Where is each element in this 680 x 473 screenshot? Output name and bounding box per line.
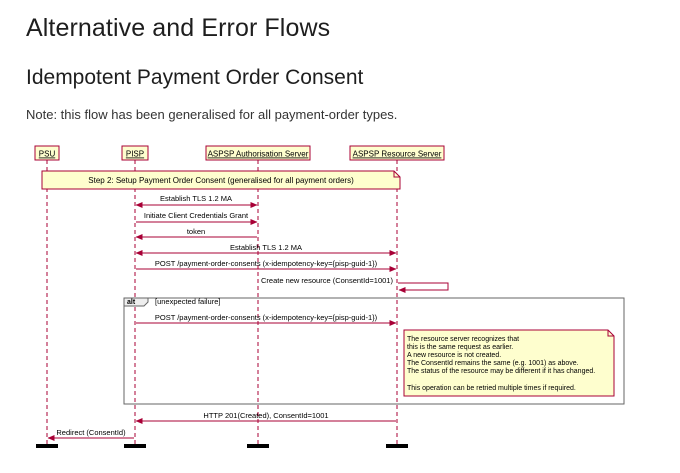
step-label: Step 2: Setup Payment Order Consent (gen… xyxy=(88,176,354,185)
message-1-label: Establish TLS 1.2 MA xyxy=(160,194,232,203)
message-4-label: Establish TLS 1.2 MA xyxy=(230,243,302,252)
message-5-label: POST /payment-order-consents (x-idempote… xyxy=(155,259,378,268)
message-1: Establish TLS 1.2 MA xyxy=(135,194,258,208)
page-heading: Alternative and Error Flows xyxy=(26,14,331,42)
participant-auth-label: ASPSP Authorisation Server xyxy=(208,150,309,159)
sequence-diagram: PSU PISP ASPSP Authorisation Server ASPS… xyxy=(28,138,632,468)
message-6: Create new resource (ConsentId=1001) xyxy=(261,276,449,293)
message-3-label: token xyxy=(187,227,205,236)
note-line-5: The status of the resource may be differ… xyxy=(407,368,595,375)
note-box: The resource server recognizes that this… xyxy=(403,329,615,397)
footer-pisp xyxy=(124,444,146,448)
section-heading: Idempotent Payment Order Consent xyxy=(26,66,364,89)
message-5: POST /payment-order-consents (x-idempote… xyxy=(136,259,397,272)
message-9: Redirect (ConsentId) xyxy=(47,428,134,441)
lifeline-footers xyxy=(36,444,408,448)
message-6-label: Create new resource (ConsentId=1001) xyxy=(261,276,393,285)
message-4: Establish TLS 1.2 MA xyxy=(135,243,397,256)
participant-auth: ASPSP Authorisation Server xyxy=(205,145,311,161)
message-2: Initiate Client Credentials Grant xyxy=(136,211,258,225)
note-line-6: This operation can be retried multiple t… xyxy=(407,385,576,392)
participant-pisp-label: PISP xyxy=(126,150,144,159)
participant-psu: PSU xyxy=(34,145,60,161)
footer-auth xyxy=(247,444,269,448)
message-8: HTTP 201(Created), ConsentId=1001 xyxy=(135,411,396,424)
note-text: Note: this flow has been generalised for… xyxy=(26,107,398,122)
footer-resource xyxy=(386,444,408,448)
message-9-label: Redirect (ConsentId) xyxy=(56,428,126,437)
note-line-4: The ConsentId remains the same (e.g. 100… xyxy=(407,360,579,367)
sequence-diagram-svg: PSU PISP ASPSP Authorisation Server ASPS… xyxy=(34,145,625,448)
alt-condition: [unexpected failure] xyxy=(155,297,220,306)
participant-pisp: PISP xyxy=(121,145,149,161)
note-line-3: A new resource is not created. xyxy=(407,352,501,359)
step-box: Step 2: Setup Payment Order Consent (gen… xyxy=(41,170,401,190)
message-8-label: HTTP 201(Created), ConsentId=1001 xyxy=(203,411,328,420)
alt-frame: alt [unexpected failure] xyxy=(123,297,625,405)
message-3: token xyxy=(135,227,257,240)
participant-resource: ASPSP Resource Server xyxy=(349,145,445,161)
alt-tag: alt xyxy=(127,299,136,306)
message-7-label: POST /payment-order-consents (x-idempote… xyxy=(155,313,378,322)
participant-psu-label: PSU xyxy=(39,150,56,159)
message-2-label: Initiate Client Credentials Grant xyxy=(144,211,249,220)
note-line-1: The resource server recognizes that xyxy=(407,336,519,343)
footer-psu xyxy=(36,444,58,448)
participant-resource-label: ASPSP Resource Server xyxy=(353,150,442,159)
note-line-2: this is the same request as earlier. xyxy=(407,344,513,351)
message-7: POST /payment-order-consents (x-idempote… xyxy=(136,313,397,326)
